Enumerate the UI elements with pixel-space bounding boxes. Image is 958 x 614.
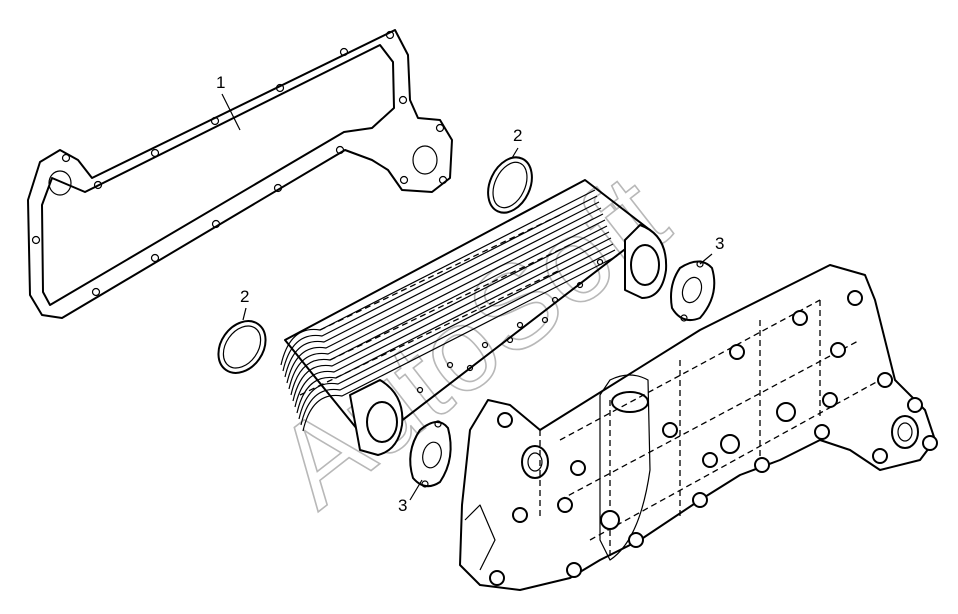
oil-cooler-core: [280, 179, 668, 456]
gasket-bolt-holes: [31, 30, 448, 297]
cover-gasket: [27, 29, 453, 319]
flange-gasket-lower: [409, 420, 452, 488]
callout-leader-lines: [221, 93, 713, 501]
callout-o-ring-left: 2: [240, 287, 249, 306]
o-ring-left: [217, 320, 267, 374]
o-ring-upper: [487, 156, 533, 214]
cooler-holes: [416, 258, 604, 394]
housing-bolt-bosses: [489, 290, 938, 586]
cooler-fins: [280, 189, 618, 432]
callout-gasket: 1: [216, 73, 225, 92]
flange-gasket-right: [670, 260, 716, 322]
oil-cooler-housing: [459, 264, 938, 591]
callout-flange-gasket-right: 3: [715, 234, 724, 253]
callout-o-ring-upper: 2: [513, 126, 522, 145]
callout-flange-gasket-lower: 3: [398, 496, 407, 515]
